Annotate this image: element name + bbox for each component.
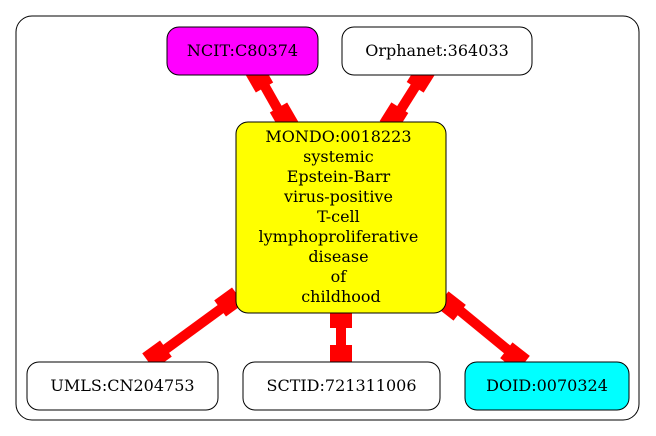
node-sctid-box <box>242 361 441 411</box>
node-umls[interactable]: UMLS:CN204753 <box>26 361 219 411</box>
node-umls-label: UMLS:CN204753 <box>50 376 194 395</box>
node-doid-box <box>464 361 630 411</box>
node-mondo[interactable]: MONDO:0018223 systemic Epstein-Barr viru… <box>235 121 447 314</box>
node-sctid[interactable]: SCTID:721311006 <box>242 361 441 411</box>
node-ncit-label: NCIT:C80374 <box>187 41 298 60</box>
node-ncit-box <box>166 26 319 76</box>
node-orphanet-label: Orphanet:364033 <box>365 41 509 60</box>
node-doid[interactable]: DOID:0070324 <box>464 361 630 411</box>
node-ncit[interactable]: NCIT:C80374 <box>166 26 319 76</box>
node-doid-label: DOID:0070324 <box>486 376 608 395</box>
node-umls-box <box>26 361 219 411</box>
node-mondo-box <box>235 121 447 314</box>
node-sctid-label: SCTID:721311006 <box>266 376 416 395</box>
node-mondo-label: MONDO:0018223 systemic Epstein-Barr viru… <box>259 127 424 306</box>
node-orphanet[interactable]: Orphanet:364033 <box>341 26 533 76</box>
node-orphanet-box <box>341 26 533 76</box>
